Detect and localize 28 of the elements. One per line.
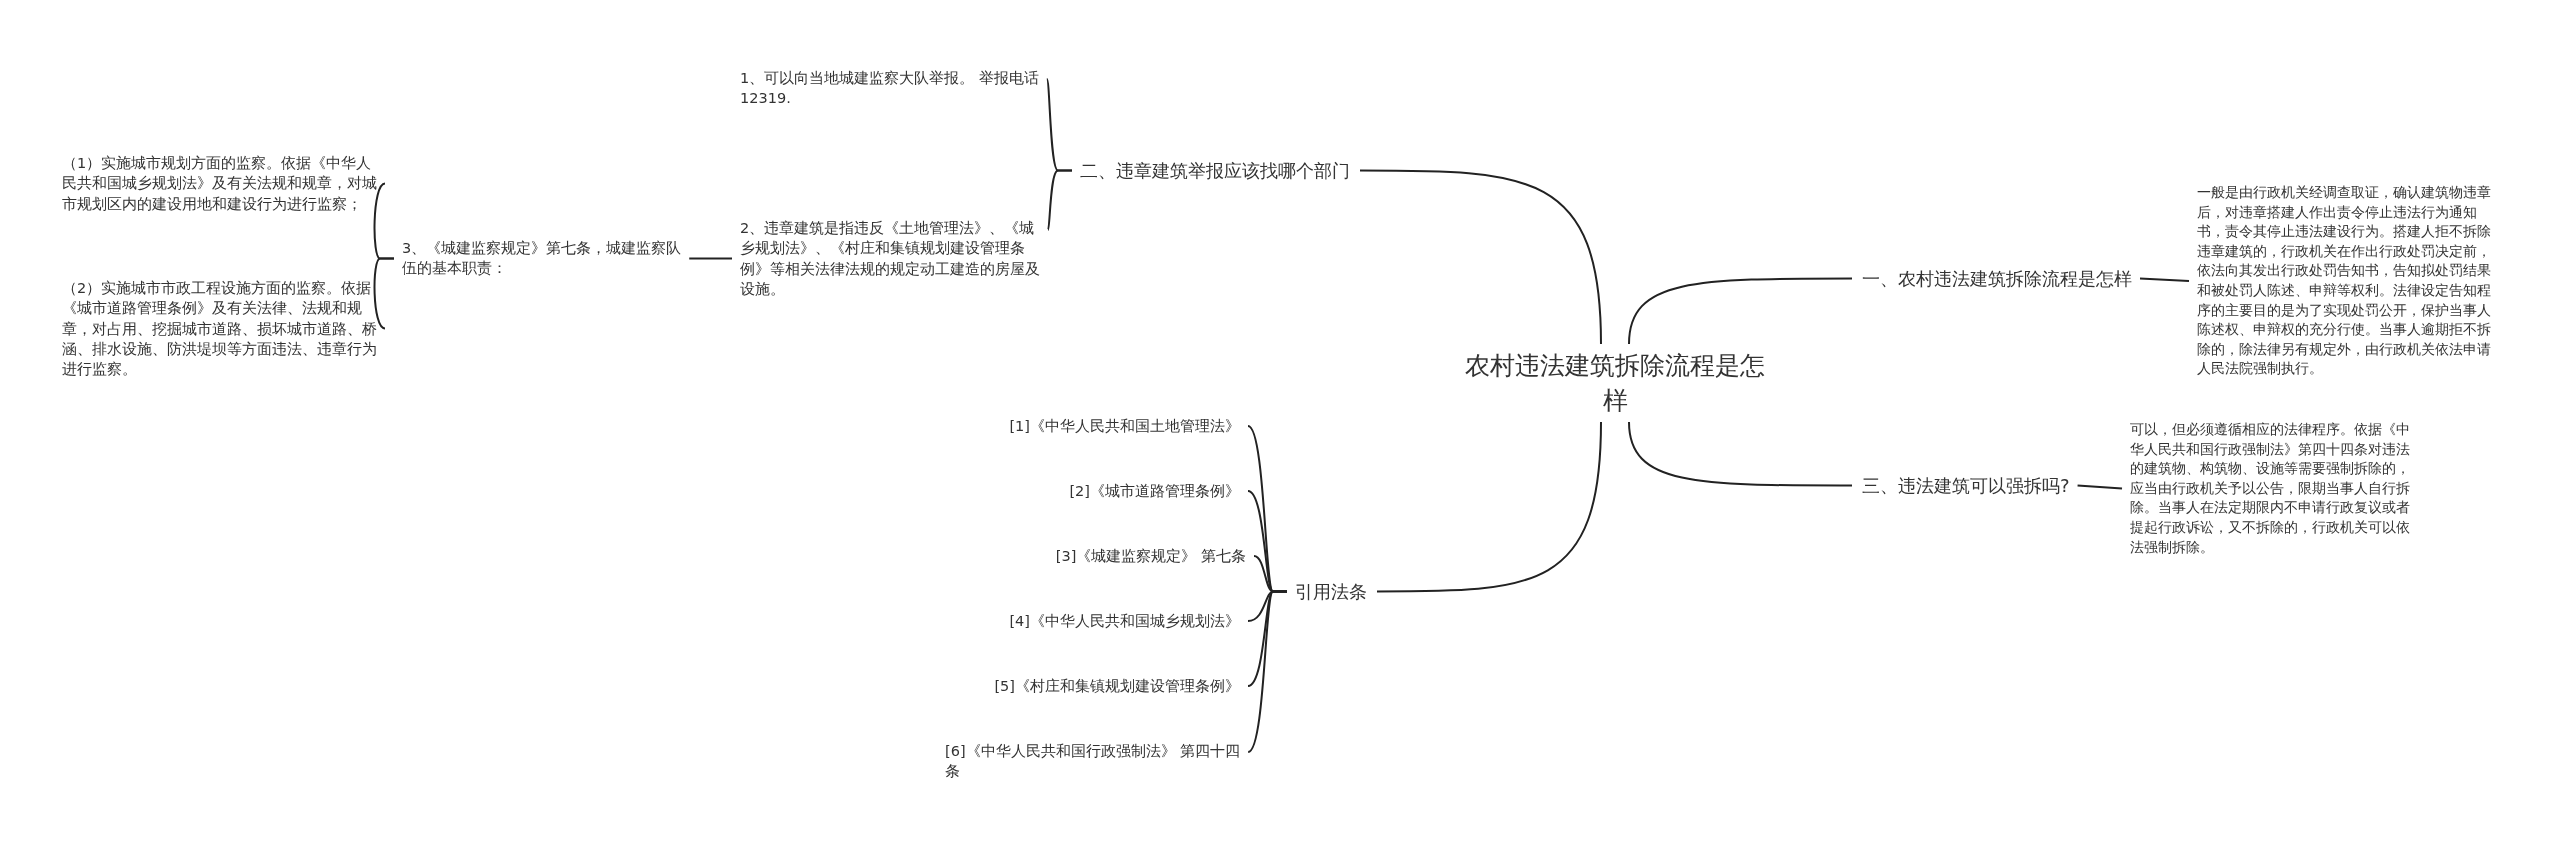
branch-topic: 三、违法建筑可以强拆吗?	[1862, 473, 2102, 499]
note-text: （2）实施城市市政工程设施方面的监察。依据《城市道路管理条例》及有关法律、法规和规章，对占用、挖掘城市道路、损坏城市道路、桥涵、排水设施、防洪堤坝等方面违法、违章行为进行监察。	[62, 278, 380, 380]
connector-line	[2076, 484, 2123, 490]
branch-topic: 二、违章建筑举报应该找哪个部门	[1080, 158, 1400, 184]
citation-text: [6]《中华人民共和国行政强制法》 第四十四条	[945, 741, 1245, 782]
note-text: 一般是由行政机关经调查取证，确认建筑物违章后，对违章搭建人作出责令停止违法行为通知书，责令其停止违法建设行为。搭建人拒不拆除违章建筑的，行政机关在作出行政处罚决定前，依法向其发出行政处罚告知书，告知拟处罚结果和被处罚人陈述、申辩等权利。法律设定告知程序的主要目的是为了实现处罚公开，保护当事人陈述权、申辩权的充分行使。当事人逾期拒不拆除的，除法律另有规定外，由行政机关依法申请人民法院强制执行。	[2197, 183, 2497, 379]
note-text: 2、违章建筑是指违反《土地管理法》、《城乡规划法》、《村庄和集镇规划建设管理条例》等相关法律法规的规定动工建造的房屋及设施。	[740, 218, 1045, 300]
note-text: 3、《城建监察规定》第七条，城建监察队伍的基本职责：	[402, 238, 694, 279]
note-text: 1、可以向当地城建监察大队举报。 举报电话12319.	[740, 68, 1040, 109]
citation-text: [4]《中华人民共和国城乡规划法》	[900, 611, 1240, 632]
connector-line	[1359, 169, 1602, 345]
citation-text: [2]《城市道路管理条例》	[900, 481, 1240, 502]
note-text: 可以，但必须遵循相应的法律程序。依据《中华人民共和国行政强制法》第四十四条对违法的建筑物、构筑物、设施等需要强制拆除的，应当由行政机关予以公告，限期当事人自行拆除。当事人在法定期限内不申请行政复议或者提起行政诉讼，又不拆除的，行政机关可以依法强制拆除。	[2130, 420, 2420, 558]
connector-line	[1376, 421, 1602, 593]
citation-text: [5]《村庄和集镇规划建设管理条例》	[900, 676, 1240, 697]
connector-line	[1628, 421, 1853, 487]
central-topic: 农村违法建筑拆除流程是怎样	[1465, 348, 1765, 418]
branch-topic: 一、农村违法建筑拆除流程是怎样	[1862, 266, 2152, 292]
connector-line	[2139, 277, 2190, 282]
citation-text: [3]《城建监察规定》 第七条	[900, 546, 1246, 567]
note-text: （1）实施城市规划方面的监察。依据《中华人民共和国城乡规划法》及有关法规和规章，对城市规划区内的建设用地和建设行为进行监察；	[62, 153, 380, 214]
citation-text: [1]《中华人民共和国土地管理法》	[900, 416, 1240, 437]
connector-line	[1628, 277, 1853, 345]
connector-line	[373, 257, 395, 330]
connector-line	[1247, 590, 1288, 753]
connector-line	[688, 257, 733, 260]
connector-line	[1047, 169, 1073, 231]
branch-topic: 引用法条	[1295, 579, 1385, 605]
